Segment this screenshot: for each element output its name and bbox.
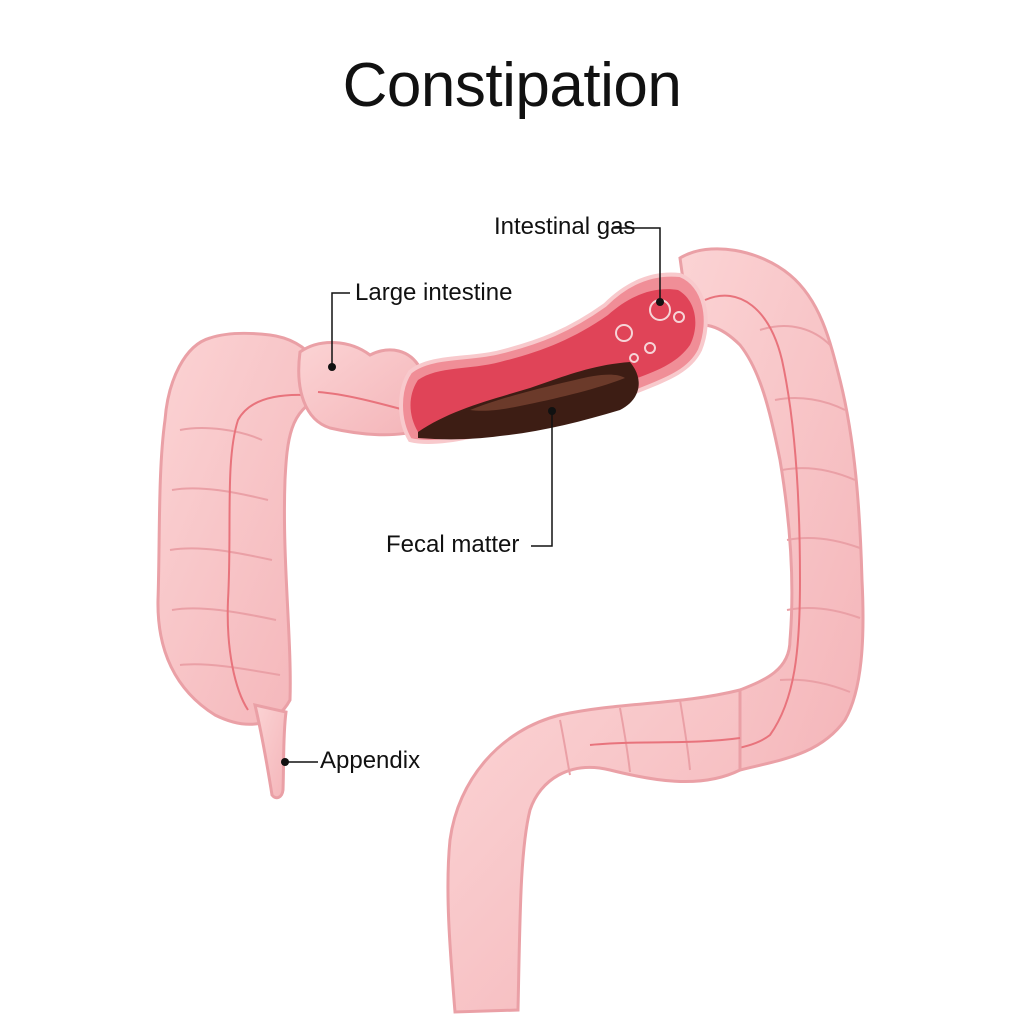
label-fecal-matter: Fecal matter bbox=[386, 531, 520, 558]
fecal-matter-highlight bbox=[470, 374, 625, 411]
descending-colon-body bbox=[678, 247, 865, 772]
vessel-ascending bbox=[226, 393, 321, 711]
vessel-sigmoid bbox=[589, 737, 741, 746]
gas-bubble bbox=[615, 324, 633, 342]
label-appendix: Appendix bbox=[320, 747, 421, 774]
gas-bubble bbox=[629, 353, 639, 363]
leader-dot-large bbox=[328, 363, 336, 371]
vessel-descending bbox=[639, 294, 802, 756]
leader-dot-gas bbox=[656, 298, 664, 306]
diagram-title: Constipation bbox=[342, 51, 682, 120]
leader-fecal-matter bbox=[531, 411, 553, 547]
haustra-ascending bbox=[169, 427, 281, 676]
appendix-shape bbox=[252, 703, 288, 800]
sigmoid-colon bbox=[446, 688, 742, 1014]
haustra-descending bbox=[759, 325, 861, 693]
descending-colon bbox=[639, 247, 865, 772]
label-large-intestine: Large intestine bbox=[355, 279, 513, 306]
leader-dot-fecal bbox=[548, 407, 556, 415]
gas-bubble bbox=[644, 342, 656, 354]
leader-intestinal-gas bbox=[614, 227, 661, 302]
leader-dot-appendix bbox=[281, 758, 289, 766]
label-intestinal-gas: Intestinal gas bbox=[494, 213, 636, 240]
cutaway-section bbox=[399, 272, 708, 444]
leader-lines bbox=[281, 227, 664, 766]
sigmoid-colon-body bbox=[446, 688, 742, 1014]
leader-large-intestine bbox=[331, 292, 350, 367]
ascending-colon bbox=[156, 331, 325, 726]
gas-bubble bbox=[673, 311, 685, 323]
